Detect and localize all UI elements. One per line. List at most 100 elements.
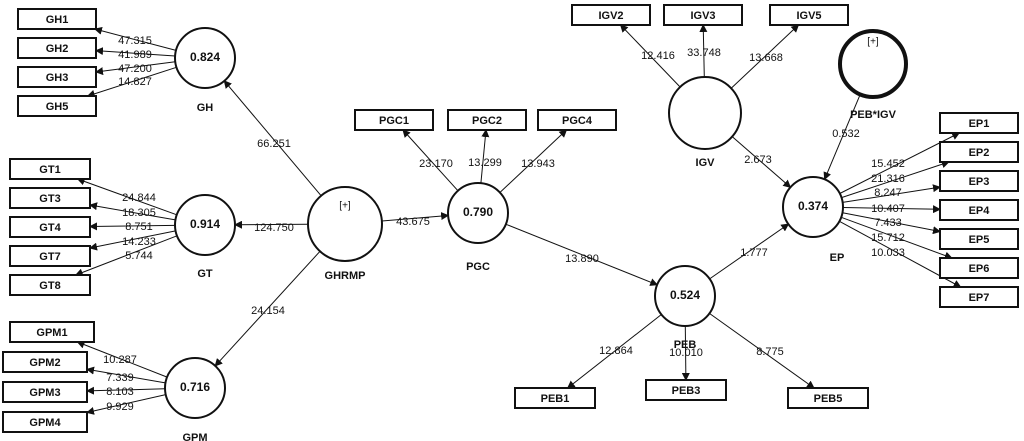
path-arrow-ep-ep4 (842, 205, 941, 214)
indicator-box-gpm4[interactable] (2, 411, 88, 433)
path-coefficient-label: 10.010 (669, 347, 703, 359)
indicator-box-gt1[interactable] (9, 158, 91, 180)
indicator-box-gh1[interactable] (17, 8, 97, 30)
path-coefficient-label: 13.668 (749, 52, 783, 64)
path-arrow-ghrmp-gpm (214, 250, 321, 367)
indicator-label: EP2 (969, 147, 990, 159)
path-arrow-igv-igv3 (699, 24, 708, 78)
path-coefficient-label: 15.452 (871, 158, 905, 170)
path-coefficient-label: 24.154 (251, 305, 285, 317)
indicator-box-peb5[interactable] (787, 387, 869, 409)
indicator-box-gpm3[interactable] (2, 381, 88, 403)
indicator-box-pgc4[interactable] (537, 109, 617, 131)
indicator-box-ep1[interactable] (939, 112, 1019, 134)
r-squared-value: 0.824 (190, 50, 220, 64)
indicator-box-igv3[interactable] (663, 4, 743, 26)
indicator-box-ep2[interactable] (939, 141, 1019, 163)
latent-node-name: GHRMP (325, 270, 366, 282)
path-coefficient-label: 33.748 (687, 47, 721, 59)
path-arrow-gh-gh1 (93, 26, 177, 51)
path-arrow-pgc-peb (505, 223, 659, 286)
indicator-box-gt4[interactable] (9, 216, 91, 238)
indicator-label: PGC1 (379, 115, 409, 127)
indicator-box-igv5[interactable] (769, 4, 849, 26)
path-coefficient-label: 14.233 (122, 236, 156, 248)
path-coefficient-label: 8.247 (874, 187, 902, 199)
path-coefficient-label: 21.316 (871, 173, 905, 185)
path-arrow-peb-ep (709, 223, 790, 280)
indicator-label: PEB3 (672, 385, 701, 397)
indicator-box-gpm1[interactable] (9, 321, 95, 343)
latent-node-ghrmp[interactable] (307, 186, 383, 262)
indicator-label: EP6 (969, 263, 990, 275)
indicator-box-ep4[interactable] (939, 199, 1019, 221)
path-arrow-gh-gh2 (95, 47, 176, 57)
indicator-box-ep7[interactable] (939, 286, 1019, 308)
indicator-label: GH1 (46, 14, 69, 26)
path-coefficient-label: 14.827 (118, 76, 152, 88)
latent-node-name: GH (197, 102, 214, 114)
indicator-label: GT8 (39, 280, 60, 292)
path-arrow-pebigv-ep (823, 94, 861, 181)
path-coefficient-label: 47.315 (118, 35, 152, 47)
latent-node-name: EP (830, 252, 845, 264)
path-coefficient-label: 12.864 (599, 345, 633, 357)
path-coefficient-label: 7.339 (106, 372, 134, 384)
indicator-label: EP5 (969, 234, 990, 246)
path-coefficient-label: 1.777 (740, 247, 768, 259)
path-coefficient-label: 124.750 (254, 222, 294, 234)
indicator-box-peb1[interactable] (514, 387, 596, 409)
latent-node-ep[interactable] (782, 176, 844, 238)
path-arrow-gt-gt8 (74, 235, 178, 277)
path-coefficient-label: 13.890 (565, 253, 599, 265)
indicator-label: GH3 (46, 72, 69, 84)
path-arrow-ep-ep3 (842, 184, 941, 203)
latent-node-gpm[interactable] (164, 357, 226, 419)
indicator-box-gh5[interactable] (17, 95, 97, 117)
path-coefficient-label: 23.170 (419, 158, 453, 170)
indicator-box-gt7[interactable] (9, 245, 91, 267)
indicator-label: IGV3 (690, 10, 715, 22)
path-arrow-igv-igv5 (730, 24, 800, 89)
indicator-label: EP3 (969, 176, 990, 188)
path-coefficient-label: 10.407 (871, 203, 905, 215)
indicator-box-gt8[interactable] (9, 274, 91, 296)
indicator-box-pgc2[interactable] (447, 109, 527, 131)
indicator-label: EP1 (969, 118, 990, 130)
indicator-box-gh3[interactable] (17, 66, 97, 88)
indicator-label: GT7 (39, 251, 60, 263)
indicator-label: GT4 (39, 222, 61, 234)
path-coefficient-label: 10.287 (103, 354, 137, 366)
indicator-label: GH2 (46, 43, 69, 55)
path-coefficient-label: 12.416 (641, 50, 675, 62)
latent-node-igv[interactable] (668, 76, 742, 150)
path-arrow-pgc-pgc2 (480, 129, 490, 184)
indicator-box-peb3[interactable] (645, 379, 727, 401)
r-squared-value: 0.374 (798, 199, 828, 213)
indicator-label: IGV5 (796, 10, 821, 22)
indicator-label: GT1 (39, 164, 60, 176)
indicator-box-ep6[interactable] (939, 257, 1019, 279)
path-coefficient-label: 10.033 (871, 247, 905, 259)
indicator-box-gh2[interactable] (17, 37, 97, 59)
path-arrow-igv-ep (731, 136, 792, 188)
latent-node-gt[interactable] (174, 194, 236, 256)
indicator-box-pgc1[interactable] (354, 109, 434, 131)
indicator-box-gt3[interactable] (9, 187, 91, 209)
latent-node-pgc[interactable] (447, 182, 509, 244)
indicator-box-ep5[interactable] (939, 228, 1019, 250)
indicator-label: GPM4 (29, 417, 61, 429)
path-coefficient-label: 24.844 (122, 192, 156, 204)
path-coefficient-label: 13.299 (468, 157, 502, 169)
path-arrow-gpm-gpm1 (76, 340, 168, 378)
path-coefficient-label: 18.305 (122, 207, 156, 219)
indicator-box-gpm2[interactable] (2, 351, 88, 373)
r-squared-value: 0.716 (180, 380, 210, 394)
indicator-box-igv2[interactable] (571, 4, 651, 26)
latent-node-gh[interactable] (174, 27, 236, 89)
latent-node-name: PEB (674, 339, 697, 351)
indicator-box-ep3[interactable] (939, 170, 1019, 192)
latent-node-pebigv[interactable] (838, 29, 908, 99)
latent-node-peb[interactable] (654, 265, 716, 327)
